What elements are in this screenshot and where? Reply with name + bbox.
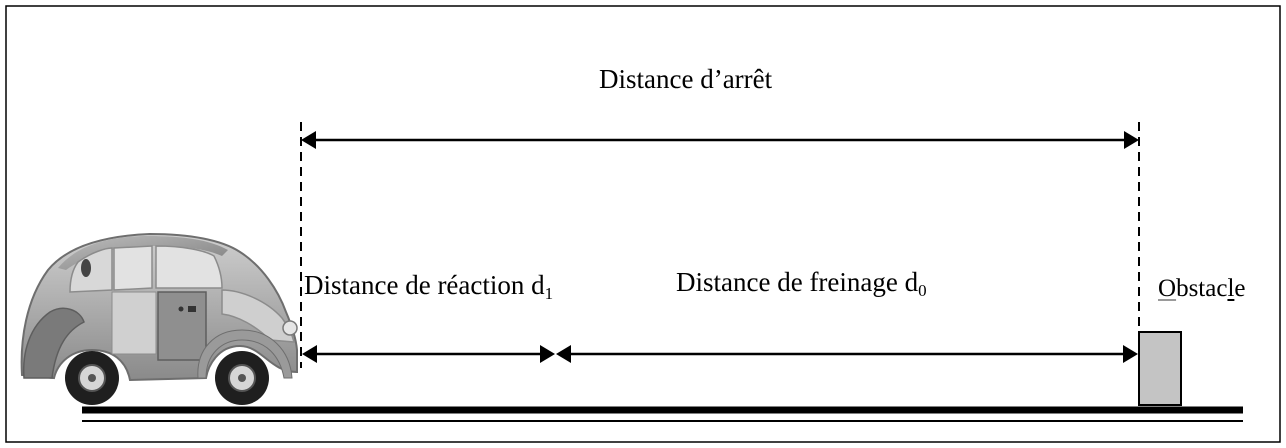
diagram-frame (5, 5, 1281, 443)
stopping-distance-arrow (301, 131, 1139, 149)
reaction-distance-subscript: 1 (544, 284, 554, 303)
braking-distance-arrow (556, 345, 1138, 363)
reaction-distance-arrow (302, 345, 555, 363)
stopping-distance-label: Distance d’arrêt (599, 64, 773, 94)
obstacle-label-o: O (1158, 275, 1177, 302)
braking-distance-label: Distance de freinage d0 (676, 267, 927, 300)
braking-distance-subscript: 0 (918, 281, 927, 300)
obstacle-label: Obstacle (1158, 276, 1246, 301)
obstacle-block (1138, 331, 1182, 406)
obstacle-label-l: l (1227, 275, 1235, 302)
reaction-distance-label: Distance de réaction d1 (304, 270, 554, 303)
braking-distance-text: Distance de freinage d (676, 267, 919, 297)
car-icon (20, 232, 298, 405)
reaction-distance-text: Distance de réaction d (304, 270, 545, 300)
obstacle-label-end: e (1234, 275, 1246, 302)
obstacle-label-middle: bstac (1176, 275, 1228, 302)
